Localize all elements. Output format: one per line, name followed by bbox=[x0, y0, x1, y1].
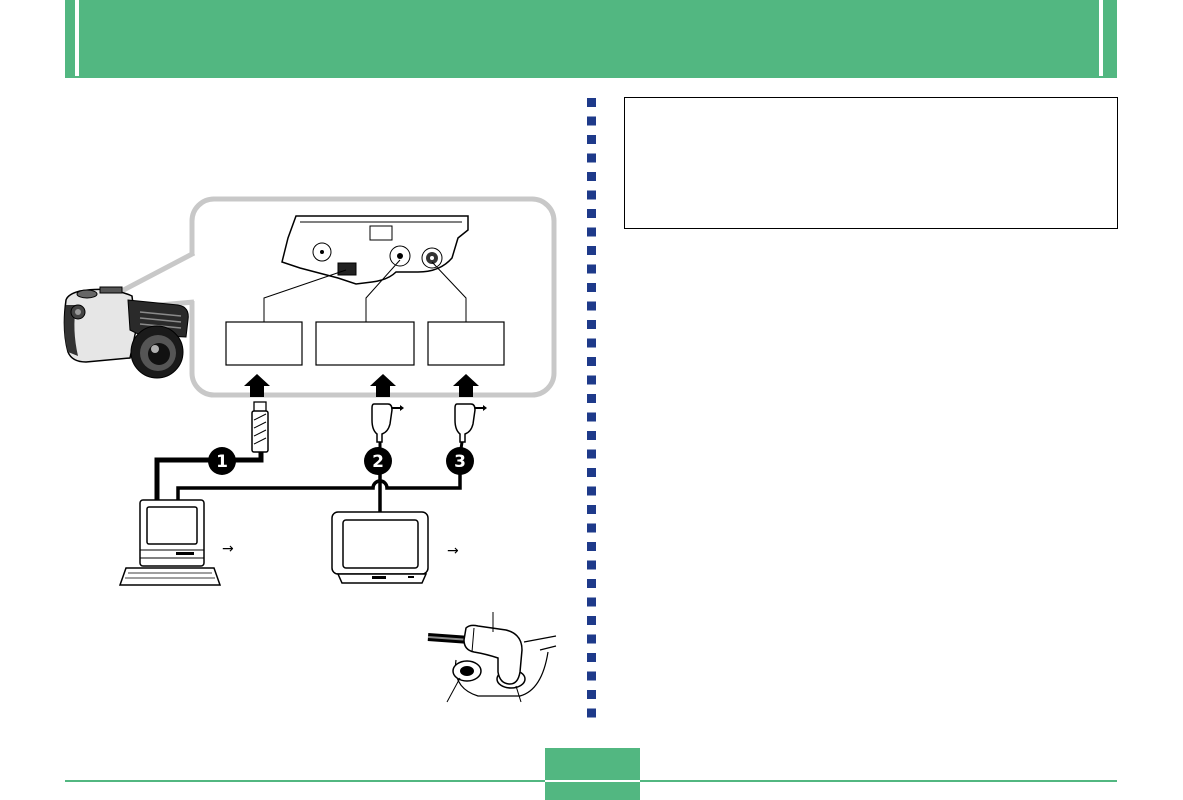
computer-keyboard bbox=[118, 567, 222, 586]
callout-gap bbox=[188, 255, 196, 301]
step-badge-circle bbox=[446, 447, 474, 475]
detail-leader-left-port bbox=[446, 677, 461, 703]
leader-line-2 bbox=[365, 259, 401, 322]
tv-icon bbox=[331, 511, 429, 584]
step-number: 3 bbox=[454, 452, 466, 472]
step-badge-3: 3 bbox=[446, 447, 474, 475]
note-box bbox=[624, 97, 1118, 229]
av-plug-direction bbox=[400, 405, 404, 411]
detail-port-left-inner bbox=[460, 666, 474, 676]
header-stripe-right bbox=[1099, 0, 1103, 76]
detail-panel-edge bbox=[523, 635, 557, 651]
page-header-bar bbox=[65, 0, 1117, 78]
plug-insertion-detail bbox=[427, 612, 557, 703]
leader-line-1 bbox=[263, 269, 347, 322]
up-arrow-1 bbox=[244, 374, 270, 397]
usb-plug-body bbox=[251, 410, 269, 453]
detail-leader-right-port bbox=[515, 685, 522, 703]
header-stripe-left bbox=[75, 0, 79, 76]
usb-plug-icon bbox=[251, 401, 269, 453]
terminal-port-usb bbox=[337, 262, 357, 276]
detail-cable-highlight bbox=[427, 636, 471, 641]
tv-screen bbox=[342, 519, 419, 569]
terminal-port-video-pin bbox=[397, 253, 403, 259]
terminal-box-3 bbox=[427, 321, 505, 366]
av-plug-icon bbox=[454, 403, 487, 443]
callout-pointer-upper bbox=[114, 250, 196, 297]
camera-front-sensor-center bbox=[75, 309, 81, 315]
av-plug-body bbox=[454, 403, 476, 443]
camera-terminal-panel bbox=[281, 215, 469, 285]
cable-3 bbox=[176, 474, 462, 500]
terminal-panel-tab bbox=[369, 225, 393, 241]
terminal-box-2 bbox=[315, 321, 415, 366]
tv-control-button bbox=[372, 576, 386, 579]
tv-arrow: → bbox=[447, 543, 459, 559]
detail-plug-collar bbox=[471, 627, 475, 653]
dotted-divider bbox=[587, 98, 596, 718]
camera-lens-highlight bbox=[151, 345, 159, 353]
footer-box-gap bbox=[545, 780, 640, 782]
computer-screen bbox=[146, 506, 198, 545]
step-number: 1 bbox=[216, 452, 228, 472]
up-arrow-2 bbox=[370, 374, 396, 397]
terminal-port-left-pin bbox=[320, 250, 324, 254]
step-badge-1: 1 bbox=[208, 447, 236, 475]
computer-base-lines bbox=[140, 549, 204, 559]
page-number-box bbox=[545, 748, 640, 800]
step-number: 2 bbox=[372, 452, 384, 472]
tv-indicator bbox=[408, 576, 414, 578]
av-plug-body bbox=[371, 403, 393, 443]
av-plug-icon bbox=[371, 403, 404, 443]
leader-line-3 bbox=[431, 261, 467, 322]
camera-lens-glass bbox=[148, 343, 170, 365]
usb-plug-hatching bbox=[253, 413, 267, 445]
step-badge-2: 2 bbox=[364, 447, 392, 475]
av-plug-direction bbox=[483, 405, 487, 411]
terminal-box-1 bbox=[225, 321, 303, 366]
computer-icon bbox=[118, 499, 222, 586]
computer-arrow: → bbox=[222, 541, 234, 557]
callout bbox=[114, 196, 557, 398]
camera-top-button bbox=[99, 286, 123, 294]
step-badge-circle bbox=[208, 447, 236, 475]
detail-plug-body bbox=[463, 624, 523, 685]
computer-keyboard-keys bbox=[125, 572, 215, 579]
camera-mode-dial bbox=[76, 289, 98, 299]
up-arrow-3 bbox=[453, 374, 479, 397]
step-badge-circle bbox=[364, 447, 392, 475]
terminal-panel-plate bbox=[281, 215, 469, 285]
camera-icon bbox=[63, 286, 189, 379]
computer-drive-slot bbox=[176, 552, 194, 555]
terminal-port-dc-pin bbox=[430, 256, 434, 260]
